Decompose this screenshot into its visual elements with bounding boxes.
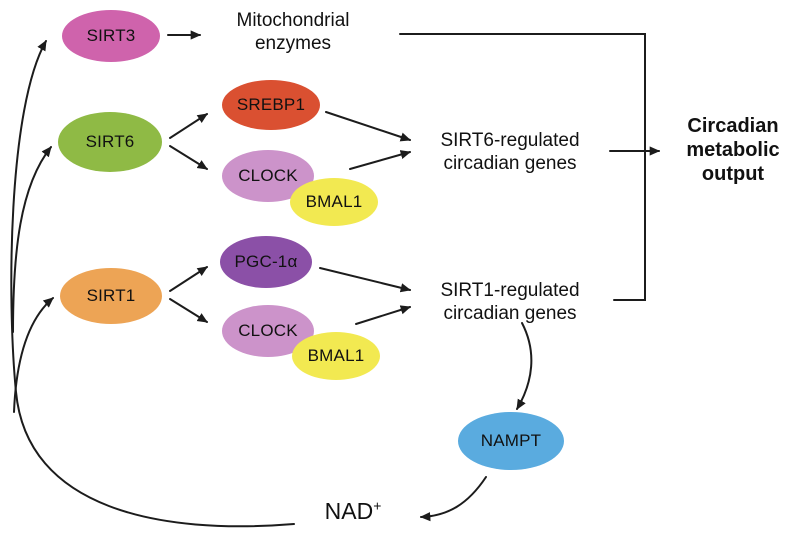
sirt6-regulated-genes-label: SIRT6-regulated circadian genes	[418, 129, 602, 175]
sirt6-regulated-genes-line1: SIRT6-regulated	[440, 130, 580, 151]
mitochondrial-enzymes-label: Mitochondrial enzymes	[205, 9, 381, 55]
node-sirt3: SIRT3	[62, 10, 160, 62]
mitochondrial-enzymes-line2: enzymes	[254, 33, 332, 55]
arrow-sirt1-to-clock	[169, 298, 208, 323]
node-srebp1-label: SREBP1	[236, 95, 306, 114]
sirt1-regulated-genes-line2: circadian genes	[443, 303, 577, 325]
node-pgc1a: PGC-1α	[220, 236, 312, 288]
node-bmal1-bottom: BMAL1	[292, 332, 380, 380]
circadian-output-line1: Circadian	[687, 115, 779, 137]
nad-base-text: NAD	[324, 498, 374, 524]
sirt6-regulated-genes-line2: circadian genes	[443, 153, 577, 175]
arrow-nampt-to-nad	[419, 476, 487, 522]
node-pgc1a-label: PGC-1α	[234, 252, 298, 271]
circadian-metabolic-output-label: Circadian metabolic output	[664, 114, 800, 186]
node-sirt6-label: SIRT6	[85, 132, 135, 151]
node-sirt3-label: SIRT3	[86, 26, 136, 45]
node-clock-bottom-label: CLOCK	[238, 321, 298, 340]
sirt1-regulated-genes-label: SIRT1-regulated circadian genes	[418, 279, 602, 325]
arrow-sirt1-genes-to-nampt	[516, 322, 533, 410]
nad-superscript: +	[373, 497, 382, 514]
node-bmal1-top-label: BMAL1	[305, 192, 363, 211]
arrow-sirt6-to-clock	[169, 145, 208, 170]
arrow-nad-to-sirt1	[13, 297, 54, 413]
arrow-srebp1-to-sirt6-genes	[325, 111, 412, 142]
circadian-output-line2: metabolic	[686, 139, 780, 161]
node-clock-top-label: CLOCK	[238, 166, 298, 185]
node-nampt-label: NAMPT	[480, 431, 542, 450]
arrow-clock-bmal1-to-sirt6-genes	[349, 150, 412, 170]
node-sirt1: SIRT1	[60, 268, 162, 324]
node-srebp1: SREBP1	[222, 80, 320, 130]
circadian-output-line3: output	[701, 163, 765, 185]
arrow-sirt6-to-srebp1	[169, 113, 208, 139]
arrow-group	[10, 30, 661, 528]
arrow-nad-to-sirt6	[12, 146, 52, 333]
node-bmal1-top: BMAL1	[290, 178, 378, 226]
mitochondrial-enzymes-line1: Mitochondrial	[236, 10, 350, 31]
nad-label: NAD+	[298, 497, 408, 525]
node-sirt6: SIRT6	[58, 112, 162, 172]
arrow-sirt1-to-pgc1a	[169, 266, 208, 292]
sirt1-regulated-genes-line1: SIRT1-regulated	[440, 280, 580, 301]
bracket-to-output	[399, 33, 646, 301]
node-nampt: NAMPT	[458, 412, 564, 470]
arrow-pgc1a-to-sirt1-genes	[319, 267, 412, 293]
node-bmal1-bottom-label: BMAL1	[307, 346, 365, 365]
arrow-clock-bmal1-to-sirt1-genes	[355, 305, 412, 325]
node-sirt1-label: SIRT1	[86, 286, 136, 305]
